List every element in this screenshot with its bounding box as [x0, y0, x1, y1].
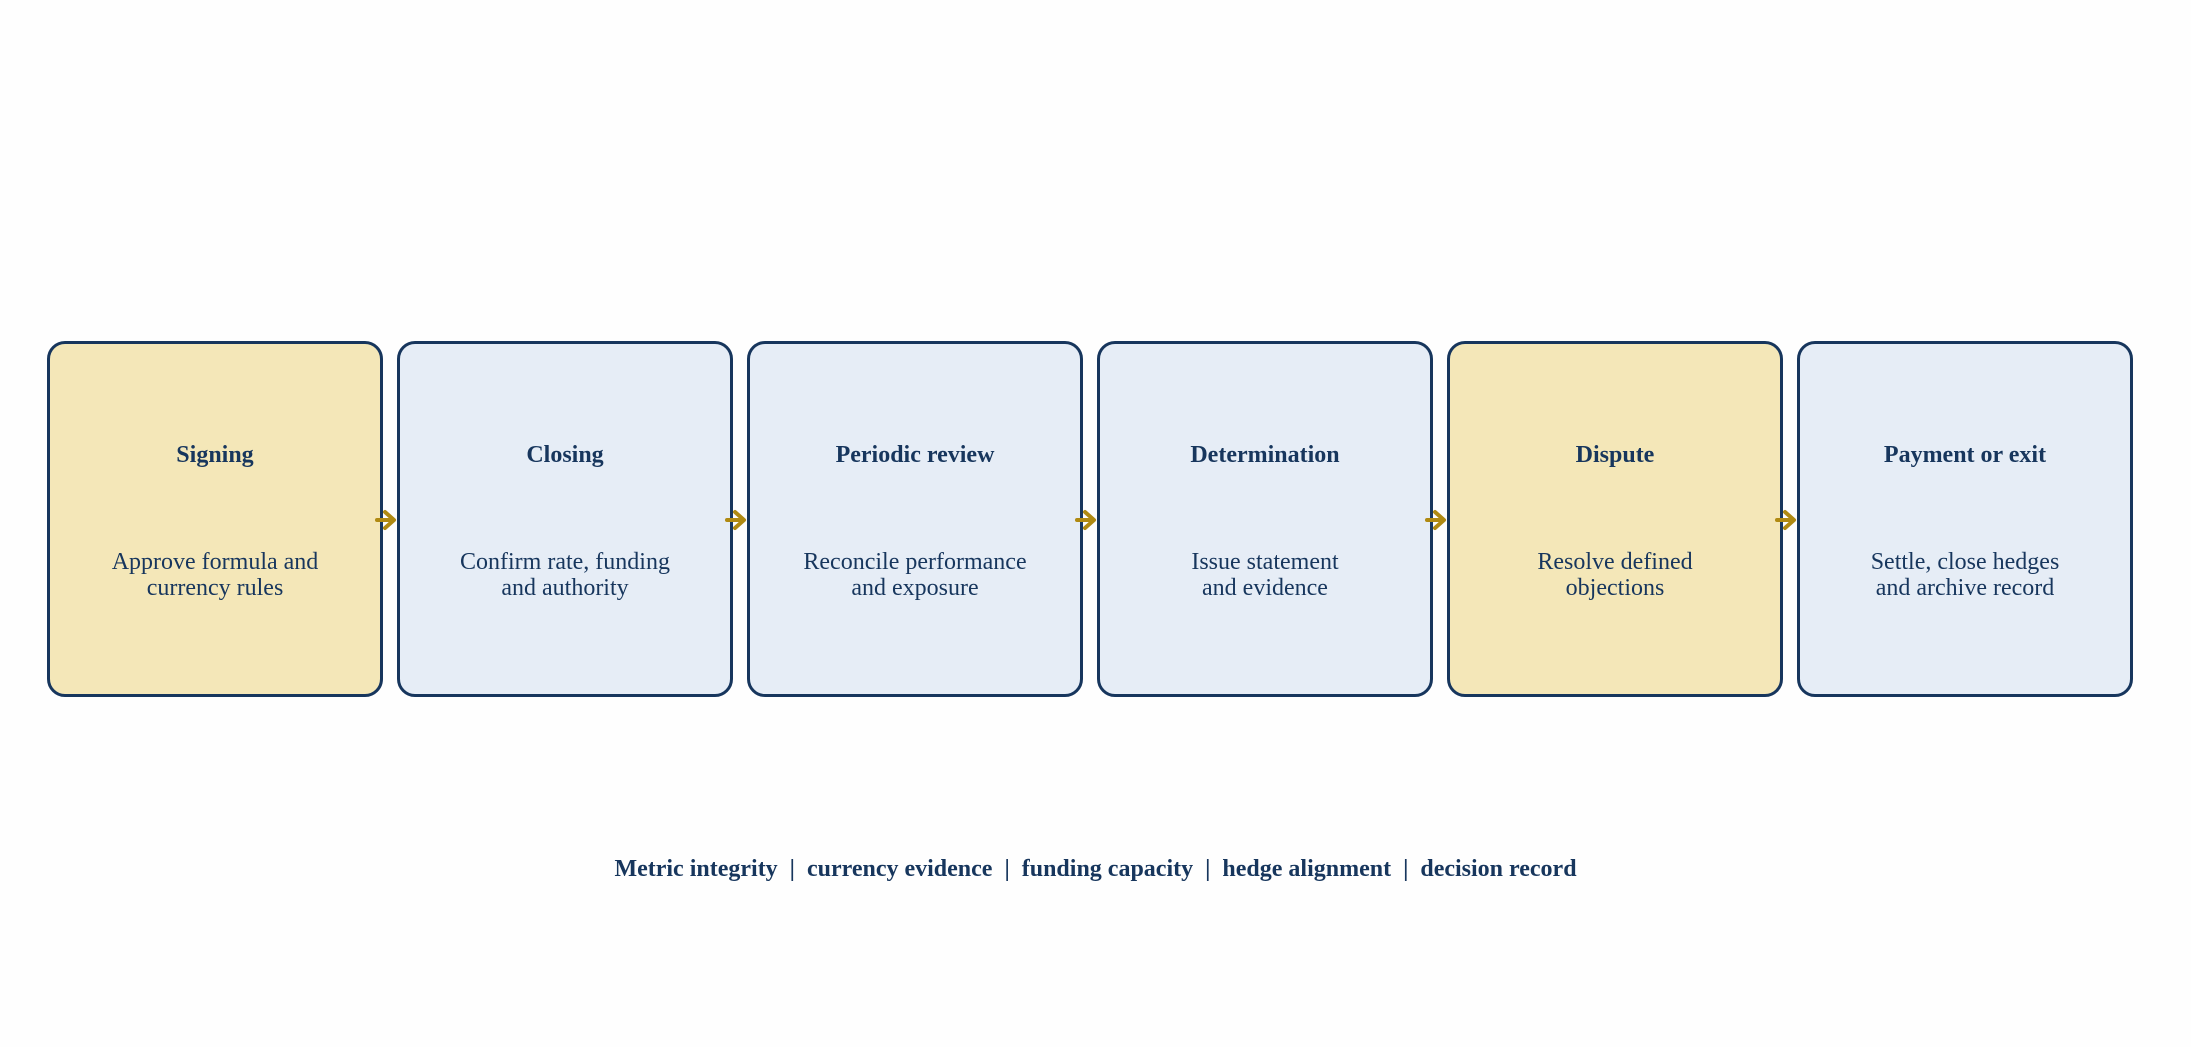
arrow-right-icon	[375, 508, 397, 532]
arrow-right-icon	[1775, 508, 1797, 532]
step-description: Approve formula and currency rules	[111, 549, 319, 601]
step-description: Settle, close hedges and archive record	[1870, 549, 2060, 601]
step-title: Payment or exit	[1883, 442, 2047, 468]
footer-controls-line: Metric integrity | currency evidence | f…	[614, 856, 1577, 882]
step-title: Determination	[1190, 442, 1340, 468]
arrow-right-icon	[1425, 508, 1447, 532]
step-title: Closing	[526, 442, 604, 468]
step-payment-or-exit: Payment or exit Settle, close hedges and…	[1797, 341, 2133, 697]
step-title: Dispute	[1575, 442, 1655, 468]
step-periodic-review: Periodic review Reconcile performance an…	[747, 341, 1083, 697]
step-description: Issue statement and evidence	[1191, 549, 1339, 601]
step-signing: Signing Approve formula and currency rul…	[47, 341, 383, 697]
step-description: Resolve defined objections	[1537, 549, 1693, 601]
step-dispute: Dispute Resolve defined objections	[1447, 341, 1783, 697]
step-title: Periodic review	[835, 442, 995, 468]
step-closing: Closing Confirm rate, funding and author…	[397, 341, 733, 697]
step-title: Signing	[176, 442, 254, 468]
step-description: Reconcile performance and exposure	[803, 549, 1027, 601]
arrow-right-icon	[725, 508, 747, 532]
step-determination: Determination Issue statement and eviden…	[1097, 341, 1433, 697]
arrow-right-icon	[1075, 508, 1097, 532]
step-description: Confirm rate, funding and authority	[460, 549, 670, 601]
